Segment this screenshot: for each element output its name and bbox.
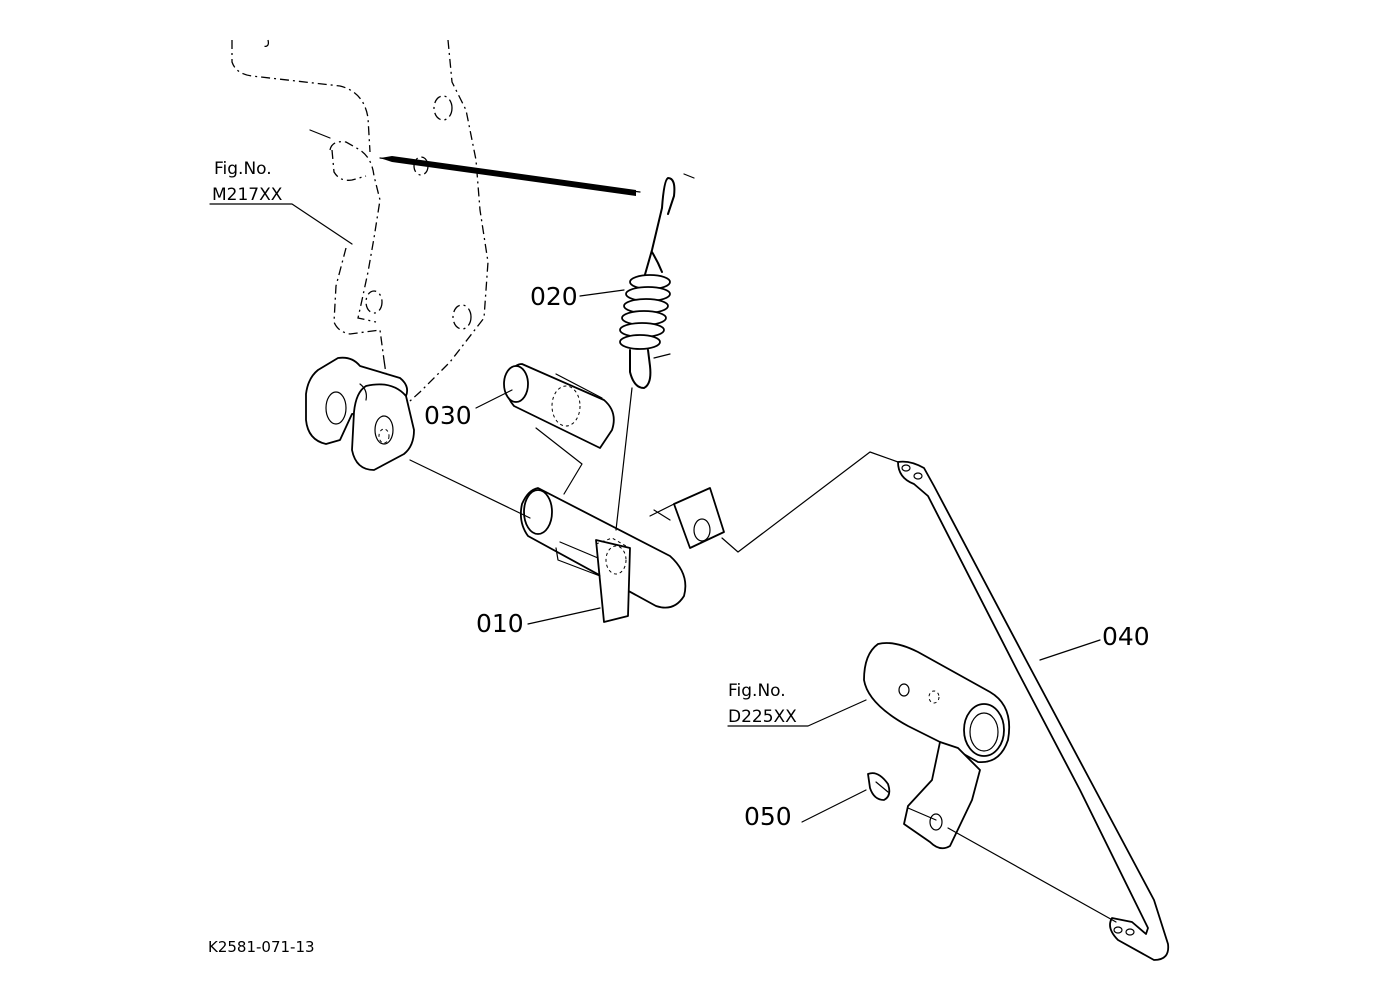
upper-bracket-outline xyxy=(329,141,387,375)
lower-arm-part xyxy=(863,642,1011,850)
bracket-plate-with-holes xyxy=(305,356,415,471)
fig-ref-upper-title: Fig.No. xyxy=(214,159,272,179)
part-label-010: 010 xyxy=(476,609,524,638)
assembly-lines xyxy=(409,387,1117,923)
fig-ref-upper-number: M217XX xyxy=(212,185,283,205)
assembly-arrow xyxy=(309,129,641,196)
part-label-030: 030 xyxy=(424,401,472,430)
part-label-050: 050 xyxy=(744,802,792,831)
fig-ref-lower-number: D225XX xyxy=(728,707,797,727)
clip-050 xyxy=(867,772,891,801)
frame-plate-outline xyxy=(231,39,489,411)
drawing-id-label: K2581-071-13 xyxy=(208,938,315,956)
pin-030 xyxy=(503,363,615,449)
leader-lines xyxy=(209,203,1101,823)
spring-020 xyxy=(619,173,695,389)
part-label-020: 020 xyxy=(530,282,578,311)
rod-040 xyxy=(897,460,1170,961)
part-label-040: 040 xyxy=(1102,622,1150,651)
lever-shaft-010 xyxy=(519,487,725,623)
fig-ref-lower-title: Fig.No. xyxy=(728,681,786,701)
